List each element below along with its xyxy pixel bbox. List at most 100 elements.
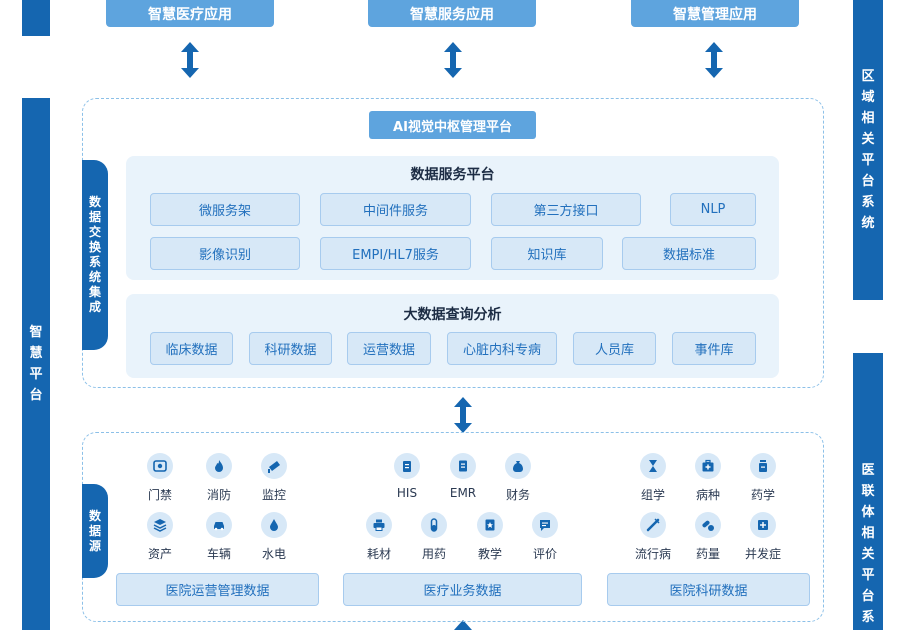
tab-char: 数 (88, 195, 101, 209)
source-item-dosage: 药量 (678, 512, 738, 562)
cardiology-chip: 心脏内科专病 (447, 332, 557, 365)
tab-char: 交 (88, 225, 101, 239)
source-label: 病种 (695, 488, 720, 502)
tab-char: 据 (88, 210, 101, 224)
big-data-title: 大数据查询分析 (403, 307, 502, 323)
source-label: 消防 (206, 488, 231, 502)
regional-platform-char: 区 (861, 69, 875, 84)
data-service-title: 数据服务平台 (410, 167, 495, 183)
source-label: 药量 (695, 547, 720, 561)
flame-icon (206, 453, 232, 479)
alliance-char: 联 (861, 484, 875, 499)
tab-char: 数 (88, 508, 101, 523)
source-label: 监控 (261, 488, 286, 502)
source-item-utilities: 水电 (244, 512, 304, 562)
source-item-access: 门禁 (130, 453, 190, 503)
alliance-char: 台 (861, 589, 875, 604)
data-standard-chip: 数据标准 (622, 237, 756, 270)
syringe-icon (640, 512, 666, 538)
source-item-his: HIS (377, 453, 437, 500)
source-item-emr: EMR (433, 453, 493, 500)
source-label: HIS (396, 486, 418, 500)
tab-char: 换 (88, 240, 101, 254)
source-item-omics: 组学 (623, 453, 683, 503)
alliance-char: 系 (861, 610, 875, 625)
source-item-finance: 财务 (488, 453, 548, 503)
layers-icon (147, 512, 173, 538)
source-label: 教学 (477, 547, 502, 561)
tab-char: 成 (88, 300, 101, 314)
cctv-icon (261, 453, 287, 479)
nlp-chip: NLP (670, 193, 756, 226)
source-label: 用药 (421, 547, 446, 561)
clinical-data-chip: 临床数据 (150, 332, 233, 365)
smart-platform-char: 台 (29, 388, 43, 403)
source-label: 财务 (505, 488, 530, 502)
source-label: 车辆 (206, 547, 231, 561)
medicine-bottle-icon (750, 453, 776, 479)
medical-alliance-bar: 医 联 体 相 关 平 台 系 (853, 353, 883, 630)
source-item-fire: 消防 (189, 453, 249, 503)
event-db-chip: 事件库 (672, 332, 756, 365)
source-label: 门禁 (147, 488, 172, 502)
regional-platform-char: 统 (861, 216, 875, 231)
source-label: 资产 (147, 547, 172, 561)
regional-platform-char: 关 (861, 132, 875, 147)
data-exchange-tab: 数 据 交 换 系 统 集 成 (82, 160, 108, 350)
double-arrow-icon (454, 397, 472, 433)
regional-platform-char: 台 (861, 174, 875, 189)
tab-char: 统 (88, 270, 101, 284)
source-label: 评价 (532, 547, 557, 561)
source-item-evaluation: 评价 (515, 512, 575, 562)
app-smart-service: 智慧服务应用 (368, 0, 536, 27)
medical-file-icon (750, 512, 776, 538)
money-bag-icon (505, 453, 531, 479)
alliance-char: 相 (861, 526, 875, 541)
source-item-pharmacy: 药学 (733, 453, 793, 503)
door-camera-icon (147, 453, 173, 479)
regional-platform-char: 域 (861, 90, 875, 105)
data-source-tab: 数 据 源 (82, 484, 108, 578)
source-item-complication: 并发症 (733, 512, 793, 562)
smart-platform-char: 智 (29, 325, 43, 340)
middleware-chip: 中间件服务 (320, 193, 471, 226)
image-recognition-chip: 影像识别 (150, 237, 300, 270)
hospital-operation-data-chip: 医院运营管理数据 (116, 573, 319, 606)
comment-icon (532, 512, 558, 538)
source-item-monitor: 监控 (244, 453, 304, 503)
source-label: 组学 (640, 488, 665, 502)
source-label: 耗材 (366, 547, 391, 561)
source-item-epidemic: 流行病 (623, 512, 683, 562)
regional-platform-char: 相 (861, 111, 875, 126)
source-item-consumables: 耗材 (349, 512, 409, 562)
operation-data-chip: 运营数据 (347, 332, 431, 365)
ai-platform-title: AI视觉中枢管理平台 (369, 111, 536, 139)
book-icon (477, 512, 503, 538)
source-item-disease: 病种 (678, 453, 738, 503)
source-label: 水电 (261, 547, 286, 561)
alliance-char: 关 (861, 547, 875, 562)
alliance-char: 医 (861, 463, 875, 478)
source-item-assets: 资产 (130, 512, 190, 562)
source-label: 并发症 (744, 547, 781, 561)
third-party-api-chip: 第三方接口 (491, 193, 641, 226)
car-icon (206, 512, 232, 538)
smart-platform-char: 平 (29, 367, 43, 382)
app-smart-medical: 智慧医疗应用 (106, 0, 274, 27)
tab-char: 源 (88, 538, 101, 553)
double-arrow-icon (181, 42, 199, 78)
regional-platform-char: 系 (861, 195, 875, 210)
tab-char: 集 (88, 285, 101, 299)
microservice-chip: 微服务架 (150, 193, 300, 226)
medical-business-data-chip: 医疗业务数据 (343, 573, 582, 606)
medkit-icon (695, 453, 721, 479)
printer-icon (366, 512, 392, 538)
source-label: 流行病 (634, 547, 671, 561)
water-drop-icon (261, 512, 287, 538)
tab-char: 系 (88, 255, 101, 269)
double-arrow-icon (705, 42, 723, 78)
alliance-char: 平 (861, 568, 875, 583)
hospital-research-data-chip: 医院科研数据 (607, 573, 810, 606)
research-data-chip: 科研数据 (249, 332, 332, 365)
smart-platform-char: 慧 (29, 346, 43, 361)
